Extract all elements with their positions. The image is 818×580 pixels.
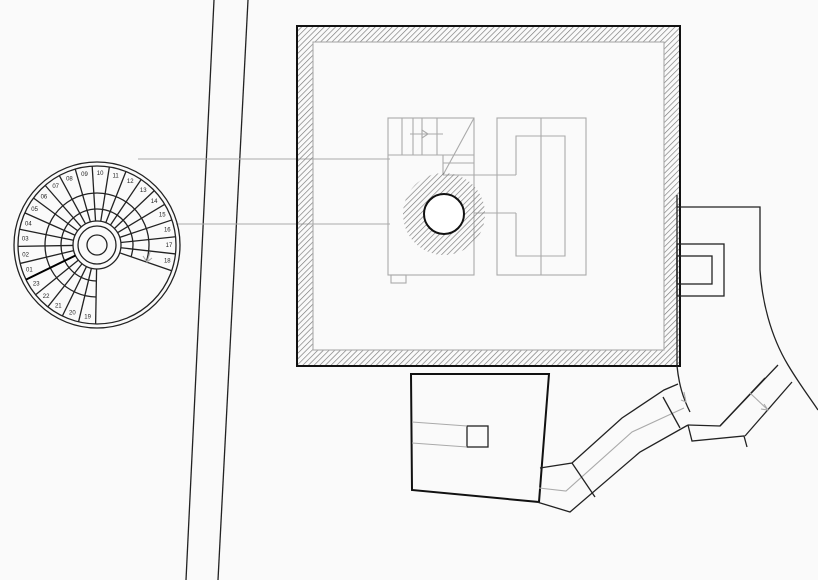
stair-step-label: 20 <box>69 311 76 317</box>
stair-step-label: 04 <box>25 221 32 227</box>
stair-step-label: 01 <box>26 268 33 274</box>
stair-tread-line <box>74 168 92 223</box>
stair-step-label: 12 <box>127 179 134 185</box>
stair-tread-line <box>120 236 176 244</box>
stair-step-label: 16 <box>164 227 171 233</box>
stair-step-label: 06 <box>41 194 48 200</box>
stair-step-label: 13 <box>140 188 147 194</box>
stair-step-label: 18 <box>164 259 171 265</box>
stair-step-label: 11 <box>113 173 120 179</box>
tower-plan <box>387 117 516 284</box>
walkway <box>536 364 793 513</box>
stair-tread-line <box>109 179 142 226</box>
boundary-line-left <box>185 0 215 580</box>
stair-direction-arrow <box>142 251 153 264</box>
stair-tread-line <box>91 166 97 222</box>
stair-ring <box>44 192 150 298</box>
stair-step-label: 21 <box>55 304 62 310</box>
lower-building <box>409 373 551 504</box>
stair-step-label: 23 <box>33 282 40 288</box>
stair-ring <box>60 208 134 282</box>
stair-step-label: 19 <box>84 314 91 320</box>
stair-tread-line <box>61 266 88 317</box>
stair-tread-line <box>24 212 76 236</box>
right-annex <box>676 195 818 413</box>
stair-step-label: 05 <box>31 207 38 213</box>
stair-step-label: 14 <box>151 199 158 205</box>
stair-tread-line <box>20 249 74 265</box>
stair-start-line <box>25 254 76 281</box>
stair-step-label: 22 <box>43 294 50 300</box>
main-building <box>296 25 681 367</box>
u-shaped-room <box>496 117 587 276</box>
stair-step-label: 07 <box>52 184 59 190</box>
stair-step-label: 02 <box>22 252 29 258</box>
stair-step-label: 08 <box>66 176 73 182</box>
stair-step-label: 03 <box>22 237 29 243</box>
boundary-line-right <box>217 0 249 580</box>
stair-step-label: 09 <box>81 172 88 178</box>
stair-step-label: 17 <box>166 243 173 249</box>
stair-step-label: 15 <box>159 213 166 219</box>
stair-tread-line <box>33 197 79 232</box>
spiral-staircase: 01 02 03 04 05 06 07 08 09 10 11 12 13 14 15 16 17 18 19 20… <box>13 161 181 329</box>
stair-step-label: 10 <box>97 171 104 177</box>
